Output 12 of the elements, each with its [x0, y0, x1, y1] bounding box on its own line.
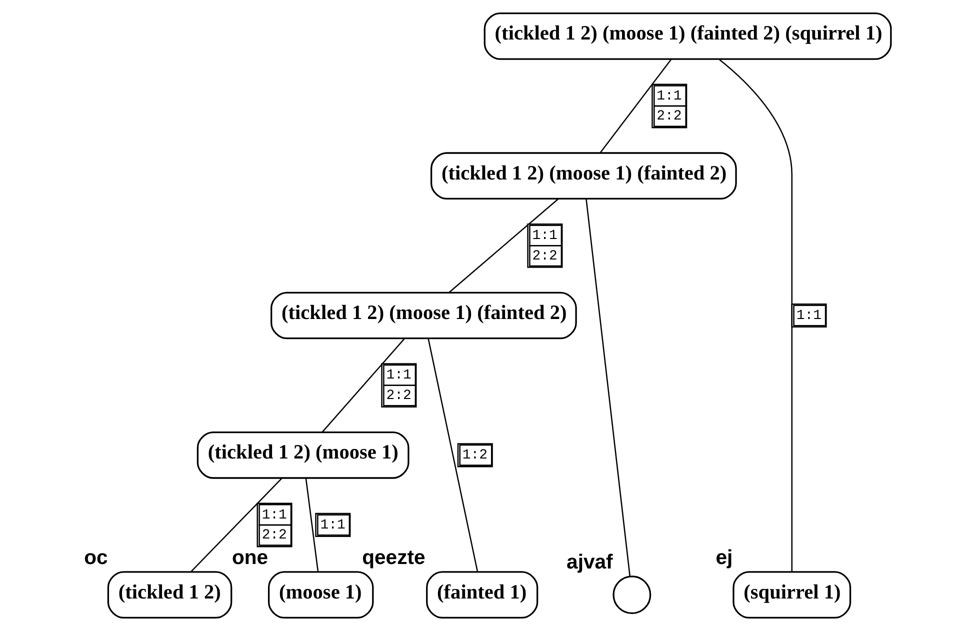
node-label: one: [231, 547, 268, 570]
node-label: oc: [84, 547, 108, 570]
edge-label: 1:2: [462, 448, 488, 464]
node-label: ajvaf: [566, 552, 612, 574]
edge-label: 1:1: [320, 518, 345, 534]
edge-label: 1:1 2:2: [261, 507, 286, 544]
edge-label: 1:1 2:2: [386, 368, 411, 404]
edge-label: 1:1: [796, 308, 821, 324]
edge-label: 1:1 2:2: [532, 228, 557, 264]
node-label: qeezte: [362, 547, 425, 570]
node-label: ej: [715, 547, 732, 570]
edge-label: 1:1 2:2: [656, 88, 682, 125]
